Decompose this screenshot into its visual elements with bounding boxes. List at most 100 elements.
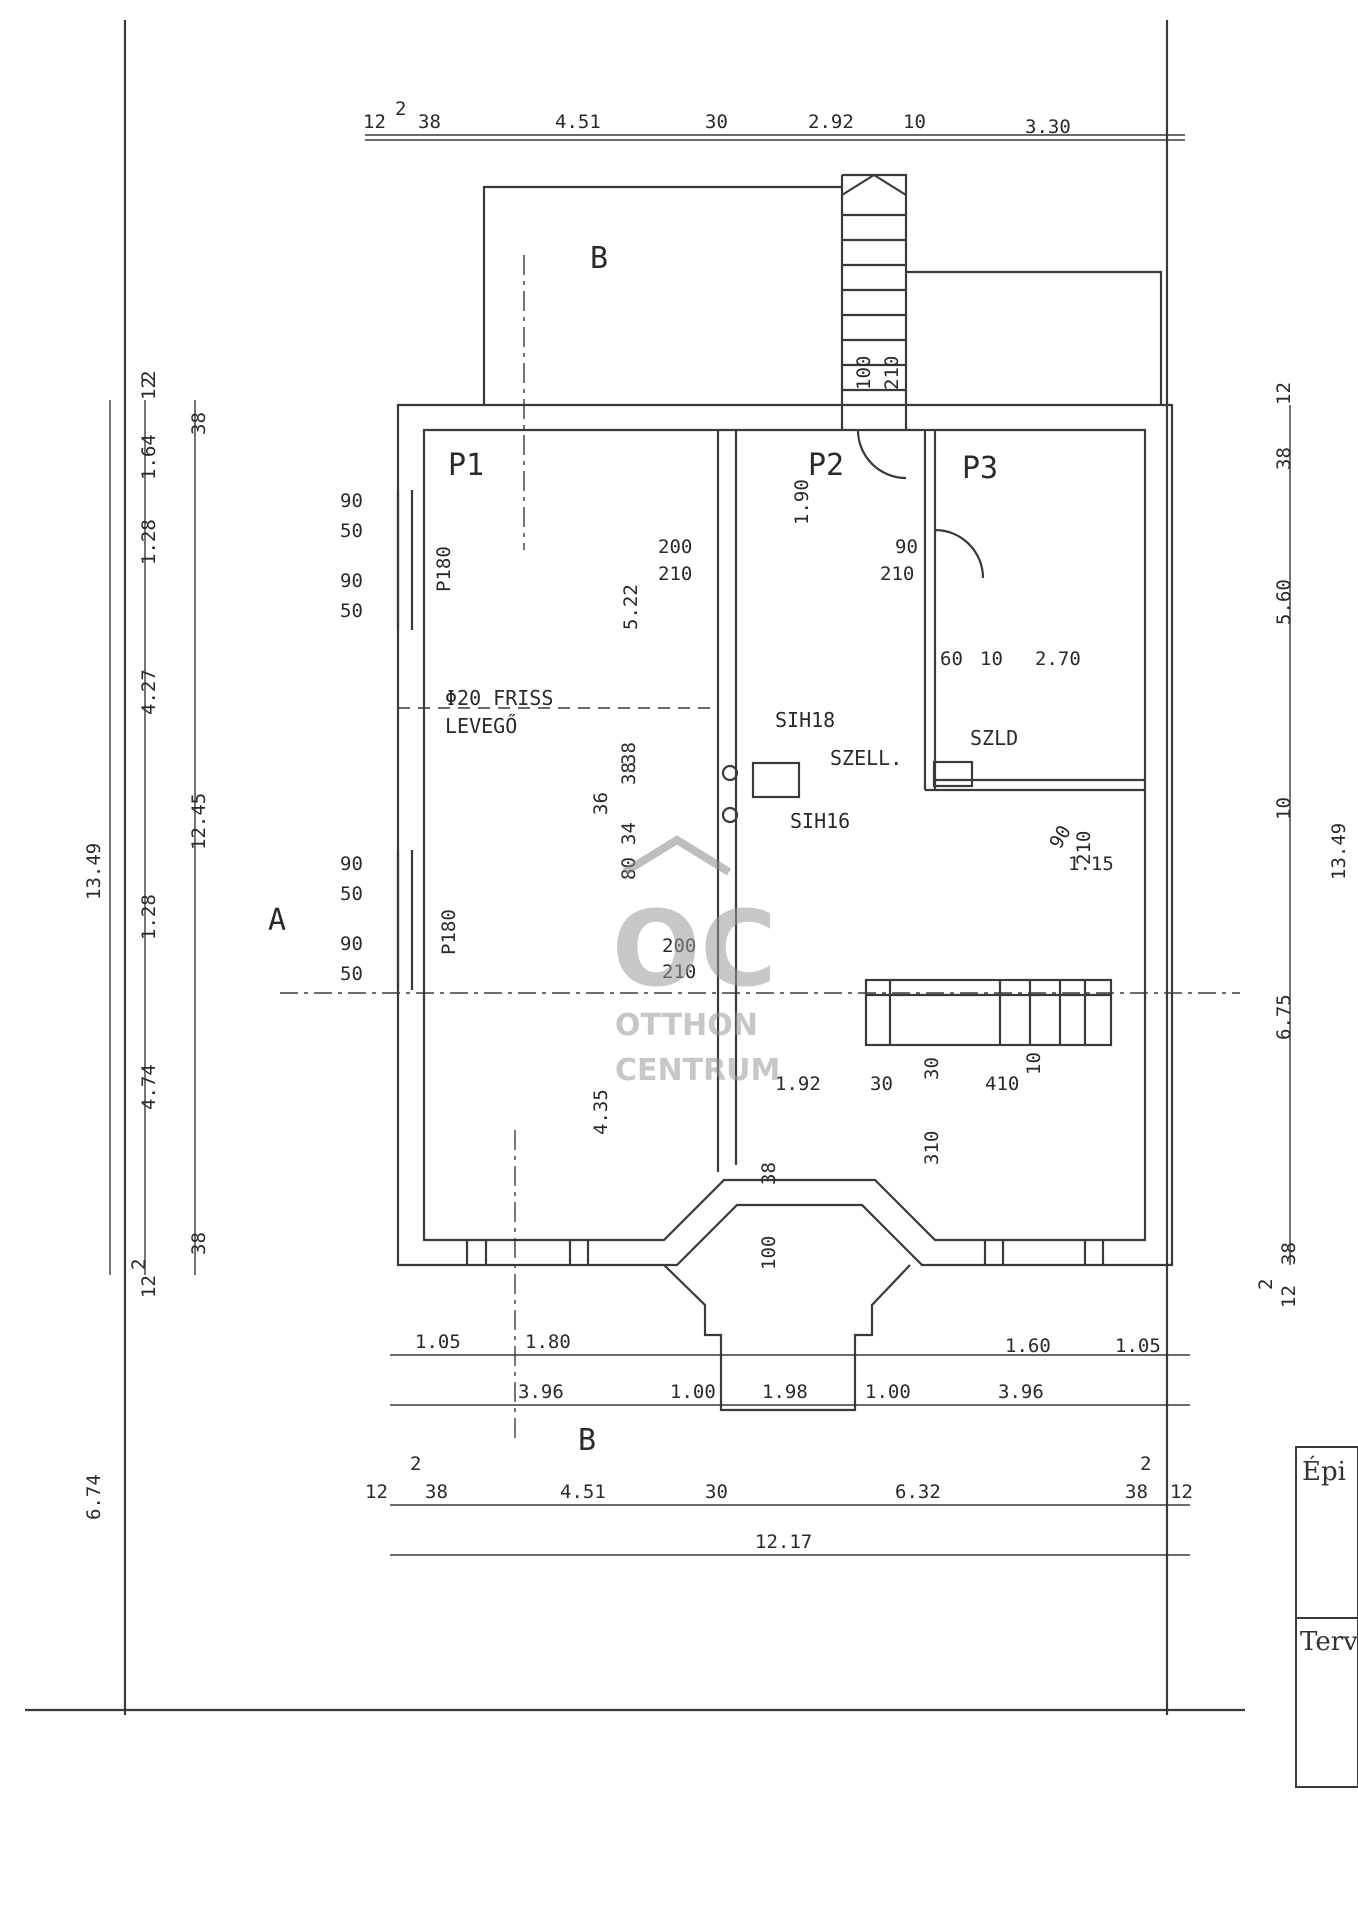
door-label: 210 [881, 356, 903, 390]
interior-stairs [864, 978, 1113, 1047]
outer-wall [396, 403, 1174, 1267]
interior-dim: 30 [870, 1073, 893, 1095]
door-label: 90 [895, 536, 918, 558]
interior-dim: 1.90 [791, 479, 813, 525]
fresh-air-note: Φ20 FRISS [445, 686, 553, 710]
bottom-dim: 6.32 [895, 1481, 941, 1503]
right-dim: 12 [1273, 382, 1295, 405]
bottom-dim: 2 [1140, 1453, 1151, 1475]
bottom-dim: 30 [705, 1481, 728, 1503]
bottom-dim: 3.96 [518, 1381, 564, 1403]
fixture-box [751, 761, 801, 799]
left-dim: 13.49 [83, 843, 105, 900]
interior-dim: 1.92 [775, 1073, 821, 1095]
stairs-arrow [841, 173, 907, 196]
left-dim: 12 [138, 377, 160, 400]
interior-dim: 60 [940, 648, 963, 670]
entrance-bay [663, 1264, 911, 1412]
room-label-p3: P3 [962, 451, 998, 486]
szld-label: SZLD [970, 726, 1018, 750]
section-line-b [514, 255, 525, 1440]
left-dim: 12 [138, 1275, 160, 1298]
sih16-outlet [721, 806, 739, 824]
interior-dim: 10 [980, 648, 1003, 670]
window-label: P180 [433, 546, 455, 592]
watermark-line1: OTTHON [615, 1008, 758, 1043]
bottom-dim: 38 [425, 1481, 448, 1503]
left-windows [396, 490, 414, 990]
interior-dim: 38 [758, 1162, 780, 1185]
bottom-dim: 1.05 [415, 1331, 461, 1353]
bottom-dim: 1.60 [1005, 1335, 1051, 1357]
sih18-label: SIH18 [775, 708, 835, 732]
top-dim: 3.30 [1025, 116, 1071, 138]
sih16-label: SIH16 [790, 809, 850, 833]
top-dim-line [365, 134, 1185, 141]
door-label: 90 [1045, 822, 1075, 853]
bottom-dim-lines [390, 1354, 1190, 1556]
door-label: 100 [758, 1236, 780, 1270]
top-dim: 12 [363, 111, 386, 133]
interior-dim: 38 [618, 742, 640, 765]
left-dim: 1.64 [138, 434, 160, 480]
right-dim: 6.75 [1273, 994, 1295, 1040]
left-dim: 2 [128, 1259, 150, 1270]
left-dim: 4.74 [138, 1064, 160, 1110]
interior-dim: 34 [618, 822, 640, 845]
watermark-logo: OC OTTHON CENTRUM [612, 835, 780, 1088]
bottom-dim: 38 [1125, 1481, 1148, 1503]
top-dim: 38 [418, 111, 441, 133]
left-dim: 1.28 [138, 894, 160, 940]
interior-stair-treads [866, 980, 1111, 1045]
window-label: P180 [438, 909, 460, 955]
window-label: 50 [340, 600, 363, 622]
interior-dim: 30 [921, 1057, 943, 1080]
bottom-dim: 3.96 [998, 1381, 1044, 1403]
door-label: 200 [662, 935, 696, 957]
szell-label: SZELL. [830, 746, 902, 770]
bottom-windows [465, 1240, 1105, 1265]
bottom-dim: 1.00 [865, 1381, 911, 1403]
window-label: 50 [340, 963, 363, 985]
interior-dim: 4.35 [590, 1089, 612, 1135]
title-block-text: Terv [1300, 1627, 1358, 1657]
left-dim: 12.45 [188, 793, 210, 850]
bottom-dim: 12 [365, 1481, 388, 1503]
bottom-dim: 1.98 [762, 1381, 808, 1403]
door-label: 210 [1073, 831, 1095, 865]
right-dim: 2 [1255, 1279, 1277, 1290]
fresh-air-note-2: LEVEGŐ [445, 714, 517, 738]
watermark-oc: OC [612, 888, 777, 1010]
bottom-dim: 1.00 [670, 1381, 716, 1403]
frame-lines [25, 20, 1245, 1715]
top-dim: 30 [705, 111, 728, 133]
right-dim: 5.60 [1273, 579, 1295, 625]
bottom-dim: 1.80 [525, 1331, 571, 1353]
left-dim: 1.28 [138, 519, 160, 565]
window-label: 90 [340, 490, 363, 512]
section-marker-a: A [268, 903, 286, 938]
right-dim: 10 [1273, 797, 1295, 820]
right-dim: 38 [1273, 447, 1295, 470]
watermark-line2: CENTRUM [615, 1053, 780, 1088]
door-label: 200 [658, 536, 692, 558]
door-swing-entry [856, 429, 907, 480]
inner-wall [422, 428, 1147, 1242]
left-dim-lines [109, 400, 196, 1275]
outside-stairs [840, 173, 908, 430]
door-label: 210 [658, 563, 692, 585]
door-label: 210 [662, 961, 696, 983]
door-swing-p3 [934, 528, 985, 579]
right-dim: 38 [1278, 1242, 1300, 1265]
partition-wall-p1 [716, 430, 738, 1172]
right-dim: 12 [1278, 1285, 1300, 1308]
partition-wall-p3 [923, 430, 1145, 792]
window-label: 90 [340, 933, 363, 955]
door-label: 210 [880, 563, 914, 585]
szld-box [932, 760, 974, 788]
interior-dim: 38 [618, 762, 640, 785]
interior-dim: 1.15 [1068, 853, 1114, 875]
right-dim: 13.49 [1328, 823, 1350, 880]
bottom-dim: 1.05 [1115, 1335, 1161, 1357]
